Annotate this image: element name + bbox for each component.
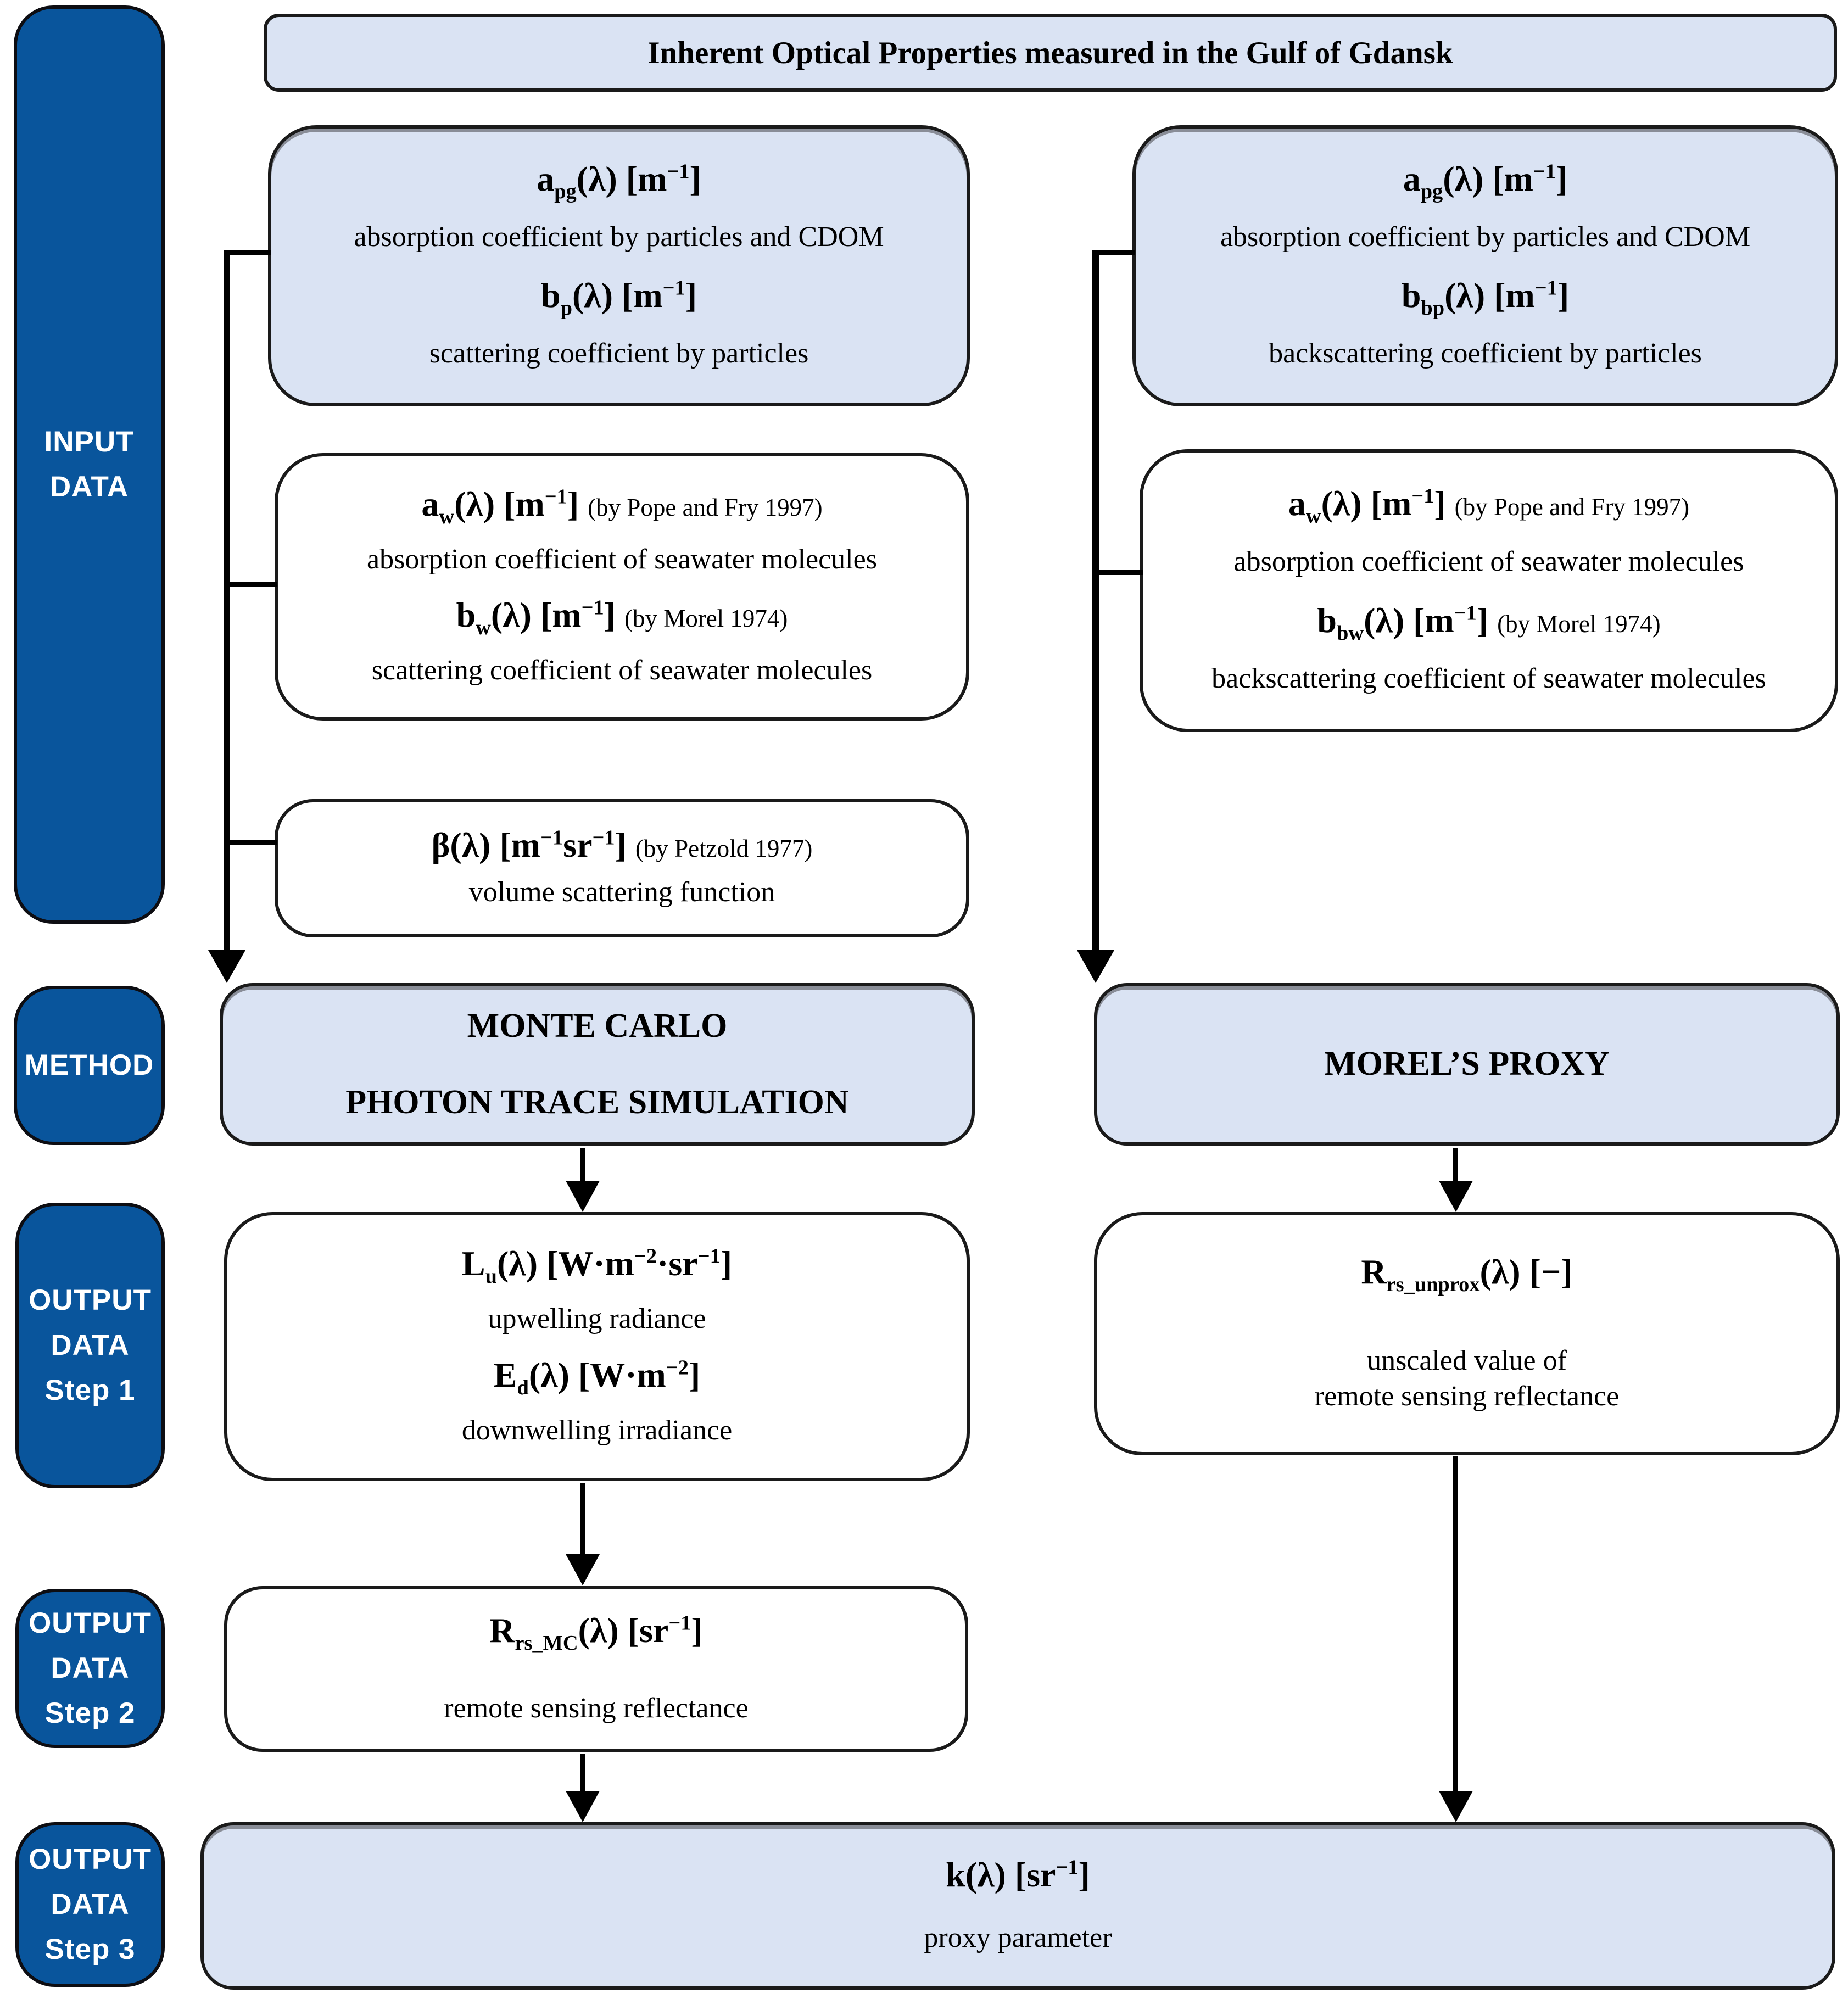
desc-bbp-right: backscattering coefficient by particles [1269, 338, 1702, 370]
sidebar-output-step2-label: OUTPUT DATA Step 2 [15, 1589, 165, 1748]
arrowhead-left-bracket-to-monte-carlo [208, 950, 245, 983]
formula-aw-right-symbol: aw(λ) [m−1] [1288, 483, 1446, 528]
formula-bp-left: bp(λ) [m−1] [540, 275, 697, 320]
arrow-monte-carlo-to-step1-line [580, 1148, 585, 1182]
desc-rrs-unprox: unscaled value of remote sensing reflect… [1314, 1344, 1620, 1412]
formula-rrs-unprox: Rrs_unprox(λ) [−] [1361, 1252, 1573, 1297]
method-monte-carlo-label: MONTE CARLO PHOTON TRACE SIMULATION [345, 1007, 849, 1121]
desc-bbw-right: backscattering coefficient of seawater m… [1211, 663, 1766, 695]
desc-aw-left: absorption coefficient of seawater molec… [367, 544, 877, 576]
method-morel-proxy-label: MOREL’S PROXY [1324, 1045, 1610, 1083]
desc-ed: downwelling irradiance [461, 1415, 733, 1447]
box-input-left-vsf: β(λ) [m−1sr−1] (by Petzold 1977) volume … [275, 799, 969, 937]
box-method-monte-carlo: MONTE CARLO PHOTON TRACE SIMULATION [220, 983, 975, 1146]
formula-beta-symbol: β(λ) [m−1sr−1] [431, 825, 627, 864]
connector-left-bracket-stub-iop [227, 250, 271, 255]
formula-bw-left: bw(λ) [m−1] (by Morel 1974) [456, 595, 788, 639]
sidebar-input-data-label: INPUT DATA [14, 5, 165, 924]
formula-bbw-right: bbw(λ) [m−1] (by Morel 1974) [1317, 600, 1661, 645]
desc-bw-left: scattering coefficient of seawater molec… [371, 655, 873, 686]
desc-apg-right: absorption coefficient by particles and … [1220, 221, 1751, 253]
formula-bw-left-symbol: bw(λ) [m−1] [456, 595, 616, 639]
box-input-left-water: aw(λ) [m−1] (by Pope and Fry 1997) absor… [275, 453, 969, 721]
desc-lu: upwelling radiance [488, 1303, 706, 1335]
formula-aw-left-ref: (by Pope and Fry 1997) [588, 493, 823, 521]
connector-left-bracket-stub-vsf [227, 840, 277, 845]
formula-bbp-right: bbp(λ) [m−1] [1401, 275, 1570, 320]
box-output-step1-right: Rrs_unprox(λ) [−] unscaled value of remo… [1094, 1212, 1840, 1455]
formula-rrs-mc: Rrs_MC(λ) [sr−1] [489, 1611, 703, 1655]
sidebar-method-label: METHOD [14, 986, 165, 1145]
connector-right-bracket-stub-iop [1096, 250, 1135, 255]
formula-apg-left: apg(λ) [m−1] [537, 159, 701, 203]
desc-aw-right: absorption coefficient of seawater molec… [1233, 546, 1744, 578]
diagram-title: Inherent Optical Properties measured in … [264, 14, 1837, 92]
formula-beta: β(λ) [m−1sr−1] (by Petzold 1977) [432, 827, 813, 863]
desc-k: proxy parameter [924, 1922, 1112, 1953]
arrow-monte-carlo-to-step1-head [566, 1181, 600, 1212]
box-input-left-iop: apg(λ) [m−1] absorption coefficient by p… [268, 125, 970, 406]
formula-bbw-right-symbol: bbw(λ) [m−1] [1317, 600, 1489, 645]
formula-beta-ref: (by Petzold 1977) [635, 834, 813, 862]
arrow-step1-to-step2-head [566, 1554, 600, 1585]
box-output-step2-left: Rrs_MC(λ) [sr−1] remote sensing reflecta… [224, 1586, 968, 1752]
formula-aw-left-symbol: aw(λ) [m−1] [421, 484, 579, 528]
desc-beta: volume scattering function [468, 876, 775, 908]
formula-aw-right-ref: (by Pope and Fry 1997) [1454, 493, 1690, 521]
formula-bbw-right-ref: (by Morel 1974) [1497, 610, 1661, 638]
connector-left-bracket-line [224, 250, 230, 951]
sidebar-output-step3-label: OUTPUT DATA Step 3 [15, 1822, 165, 1987]
box-method-morel-proxy: MOREL’S PROXY [1094, 983, 1840, 1146]
desc-bp-left: scattering coefficient by particles [429, 338, 809, 370]
formula-aw-left: aw(λ) [m−1] (by Pope and Fry 1997) [421, 484, 823, 528]
arrow-step1-right-to-step3-head [1439, 1791, 1473, 1822]
sidebar-output-step1-label: OUTPUT DATA Step 1 [15, 1203, 165, 1488]
desc-apg-left: absorption coefficient by particles and … [354, 221, 884, 253]
formula-k: k(λ) [sr−1] [946, 1855, 1090, 1895]
box-input-right-iop: apg(λ) [m−1] absorption coefficient by p… [1132, 125, 1838, 406]
formula-lu: Lu(λ) [W·m−2·sr−1] [461, 1243, 733, 1288]
arrow-morel-proxy-to-step1-line [1453, 1148, 1458, 1182]
formula-ed: Ed(λ) [W·m−2] [493, 1355, 701, 1399]
box-output-step3: k(λ) [sr−1] proxy parameter [200, 1822, 1835, 1990]
arrow-step1-to-step2-line [580, 1483, 585, 1555]
box-output-step1-left: Lu(λ) [W·m−2·sr−1] upwelling radiance Ed… [224, 1212, 970, 1481]
connector-right-bracket-stub-water [1096, 570, 1143, 575]
formula-bw-left-ref: (by Morel 1974) [624, 604, 788, 632]
desc-rrs-mc: remote sensing reflectance [444, 1692, 749, 1724]
connector-right-bracket-line [1092, 250, 1099, 951]
arrow-step2-to-step3-line [580, 1754, 585, 1792]
arrow-step1-right-to-step3-line [1453, 1456, 1458, 1792]
arrow-step2-to-step3-head [566, 1791, 600, 1822]
formula-aw-right: aw(λ) [m−1] (by Pope and Fry 1997) [1288, 483, 1690, 528]
arrowhead-right-bracket-to-morel-proxy [1077, 950, 1114, 983]
box-input-right-water: aw(λ) [m−1] (by Pope and Fry 1997) absor… [1140, 449, 1838, 732]
formula-apg-right: apg(λ) [m−1] [1403, 159, 1568, 203]
connector-left-bracket-stub-water [227, 582, 277, 587]
arrow-morel-proxy-to-step1-head [1439, 1181, 1473, 1212]
